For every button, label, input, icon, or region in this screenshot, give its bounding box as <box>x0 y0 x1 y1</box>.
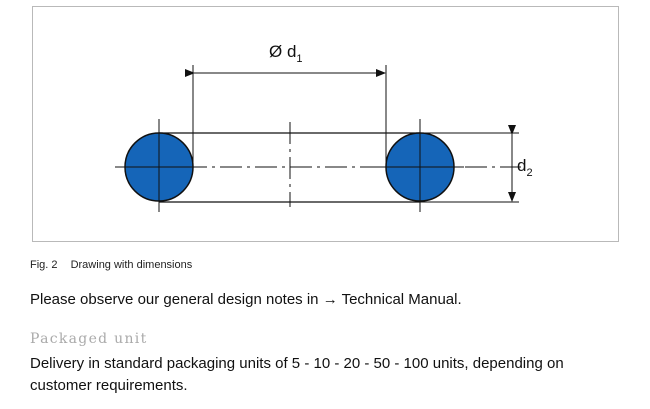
packaged-unit-text: Delivery in standard packaging units of … <box>30 355 564 394</box>
figure-caption: Fig. 2 Drawing with dimensions <box>30 259 192 271</box>
figure-number: Fig. 2 <box>30 259 58 271</box>
d2-label: d2 <box>517 156 533 179</box>
drawing-frame: Ø d1 d2 <box>32 6 619 242</box>
figure-caption-text: Drawing with dimensions <box>70 259 193 271</box>
design-note: Please observe our general design notes … <box>30 291 462 308</box>
d1-label: Ø d1 <box>269 42 303 65</box>
packaged-unit-heading: Packaged unit <box>30 331 148 347</box>
o-ring-drawing: Ø d1 d2 <box>115 42 533 212</box>
